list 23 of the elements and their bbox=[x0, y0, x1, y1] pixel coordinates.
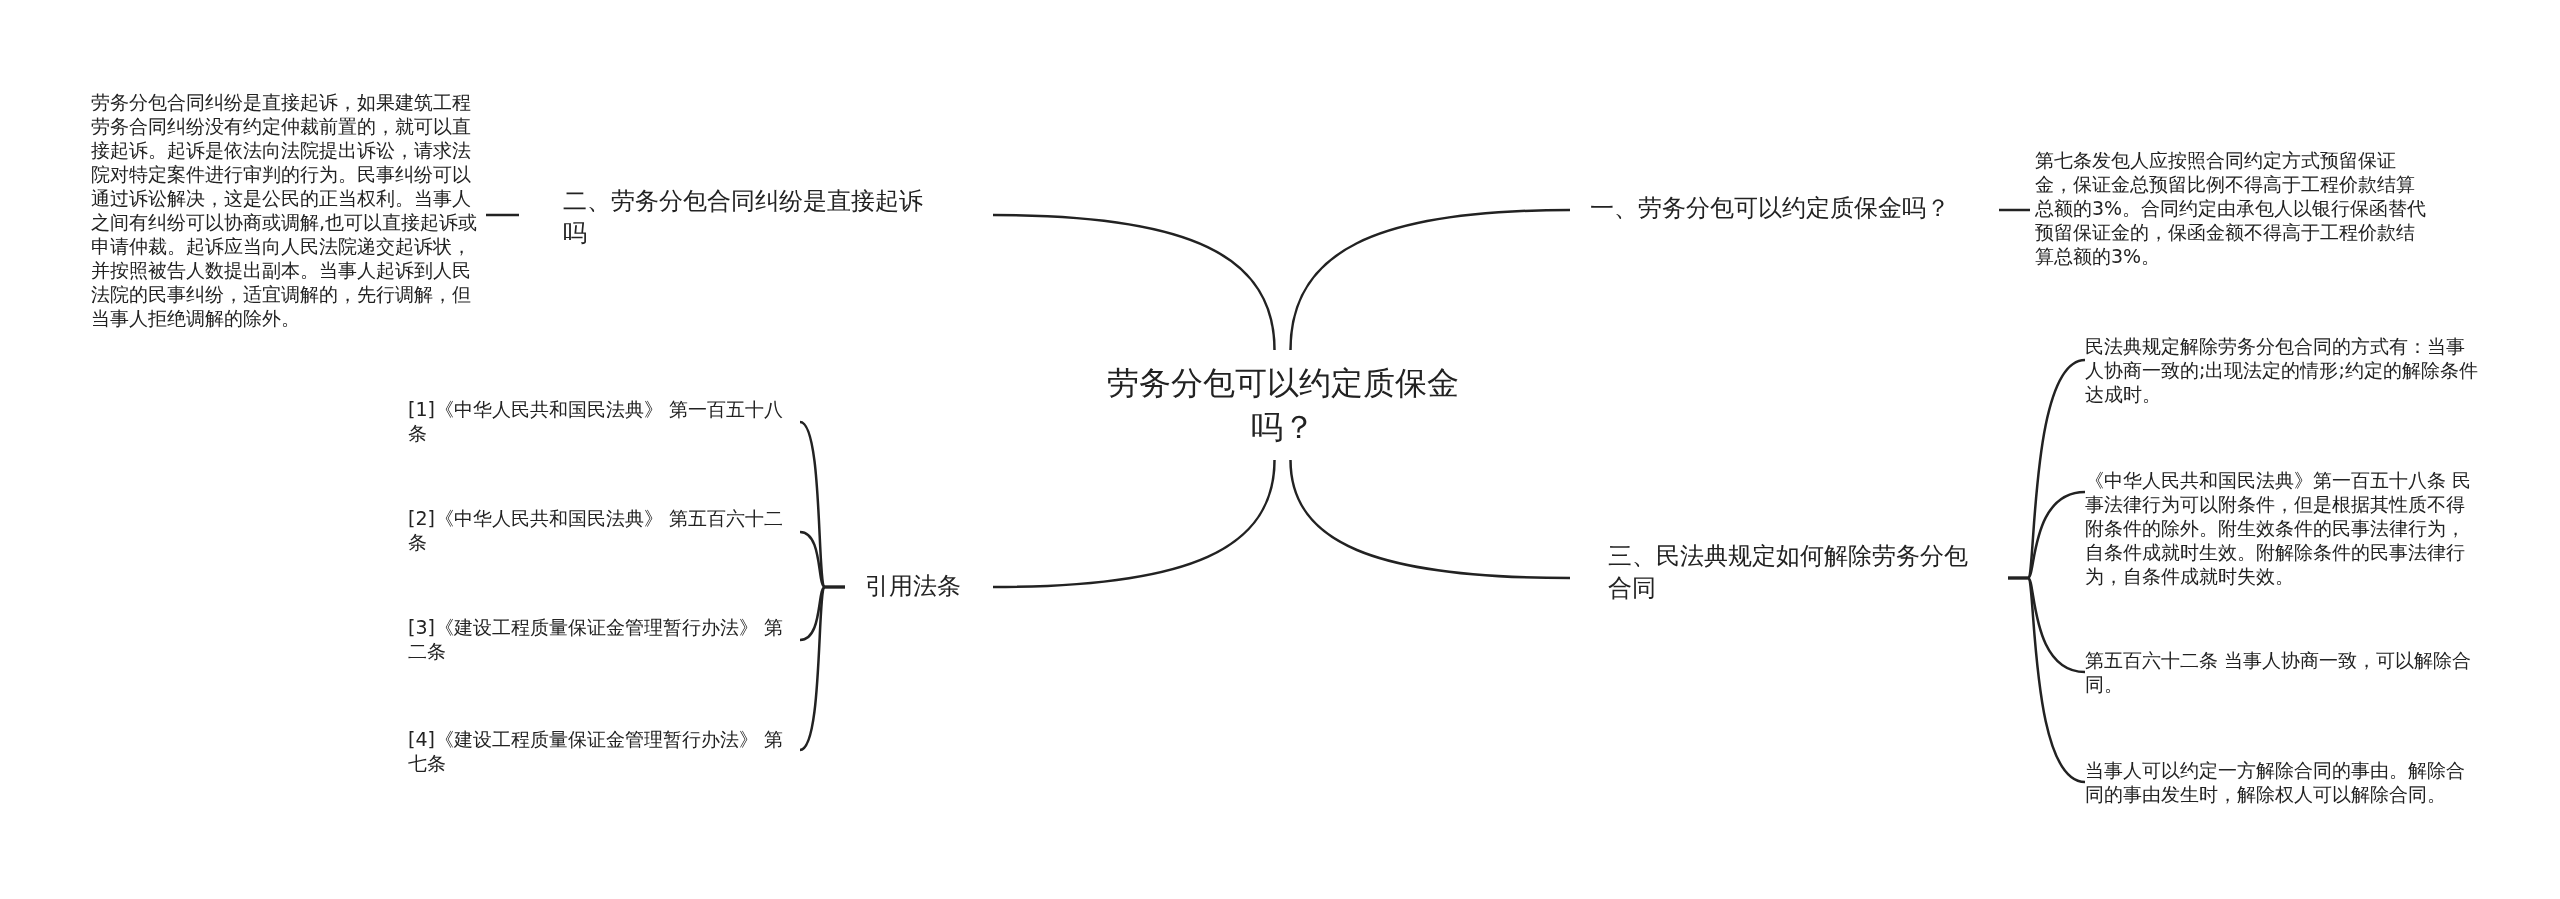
branch-topic: 三、民法典规定如何解除劳务分包合同 bbox=[1570, 540, 2008, 604]
branch-line bbox=[799, 585, 845, 752]
branch-line bbox=[2008, 576, 2086, 784]
branch-line bbox=[1289, 208, 1571, 351]
note-text: 第七条发包人应按照合同约定方式预留保证金，保证金总预留比例不得高于工程价款结算总额的3%。合同约定由承包人以银行保函替代预留保证金的，保函金额不得高于工程价款结算总额的3%。 bbox=[2030, 148, 2430, 268]
note-text: 《中华人民共和国民法典》第一百五十八条 民事法律行为可以附条件，但是根据其性质不得附条件的除外。附生效条件的民事法律行为，自条件成就时生效。附解除条件的民事法律行为，自条件成就时失效。 bbox=[2085, 468, 2480, 588]
reference-text: [1]《中华人民共和国民法典》 第一百五十八条 bbox=[408, 397, 800, 445]
branch-line bbox=[992, 459, 1276, 589]
branch-topic: 一、劳务分包可以约定质保金吗？ bbox=[1570, 192, 1999, 224]
central-topic: 劳务分包可以约定质保金吗？ bbox=[1095, 350, 1470, 460]
reference-text: [4]《建设工程质量保证金管理暂行办法》 第七条 bbox=[408, 727, 800, 775]
note-text: 第五百六十二条 当事人协商一致，可以解除合同。 bbox=[2085, 648, 2480, 696]
branch-line bbox=[1999, 208, 2030, 212]
branch-line bbox=[486, 213, 519, 217]
branch-topic: 引用法条 bbox=[845, 570, 993, 602]
reference-text: [2]《中华人民共和国民法典》 第五百六十二条 bbox=[408, 506, 800, 554]
note-text: 当事人可以约定一方解除合同的事由。解除合同的事由发生时，解除权人可以解除合同。 bbox=[2085, 758, 2480, 806]
note-text: 民法典规定解除劳务分包合同的方式有：当事人协商一致的;出现法定的情形;约定的解除条件达成时。 bbox=[2085, 334, 2480, 406]
branch-line bbox=[1289, 459, 1571, 580]
reference-text: [3]《建设工程质量保证金管理暂行办法》 第二条 bbox=[408, 615, 800, 663]
branch-topic: 二、劳务分包合同纠纷是直接起诉吗 bbox=[519, 185, 993, 249]
note-text: 劳务分包合同纠纷是直接起诉，如果建筑工程劳务合同纠纷没有约定仲裁前置的，就可以直接起诉。起诉是依法向法院提出诉讼，请求法院对特定案件进行审判的行为。民事纠纷可以通过诉讼解决，这是公民的正当权利。当事人之间有纠纷可以协商或调解,也可以直接起诉或申请仲裁。起诉应当向人民法院递交起诉状，并按照被告人数提出副本。当事人起诉到人民法院的民事纠纷，适宜调解的，先行调解，但当事人拒绝调解的除外。 bbox=[91, 90, 486, 330]
branch-line bbox=[992, 213, 1276, 351]
